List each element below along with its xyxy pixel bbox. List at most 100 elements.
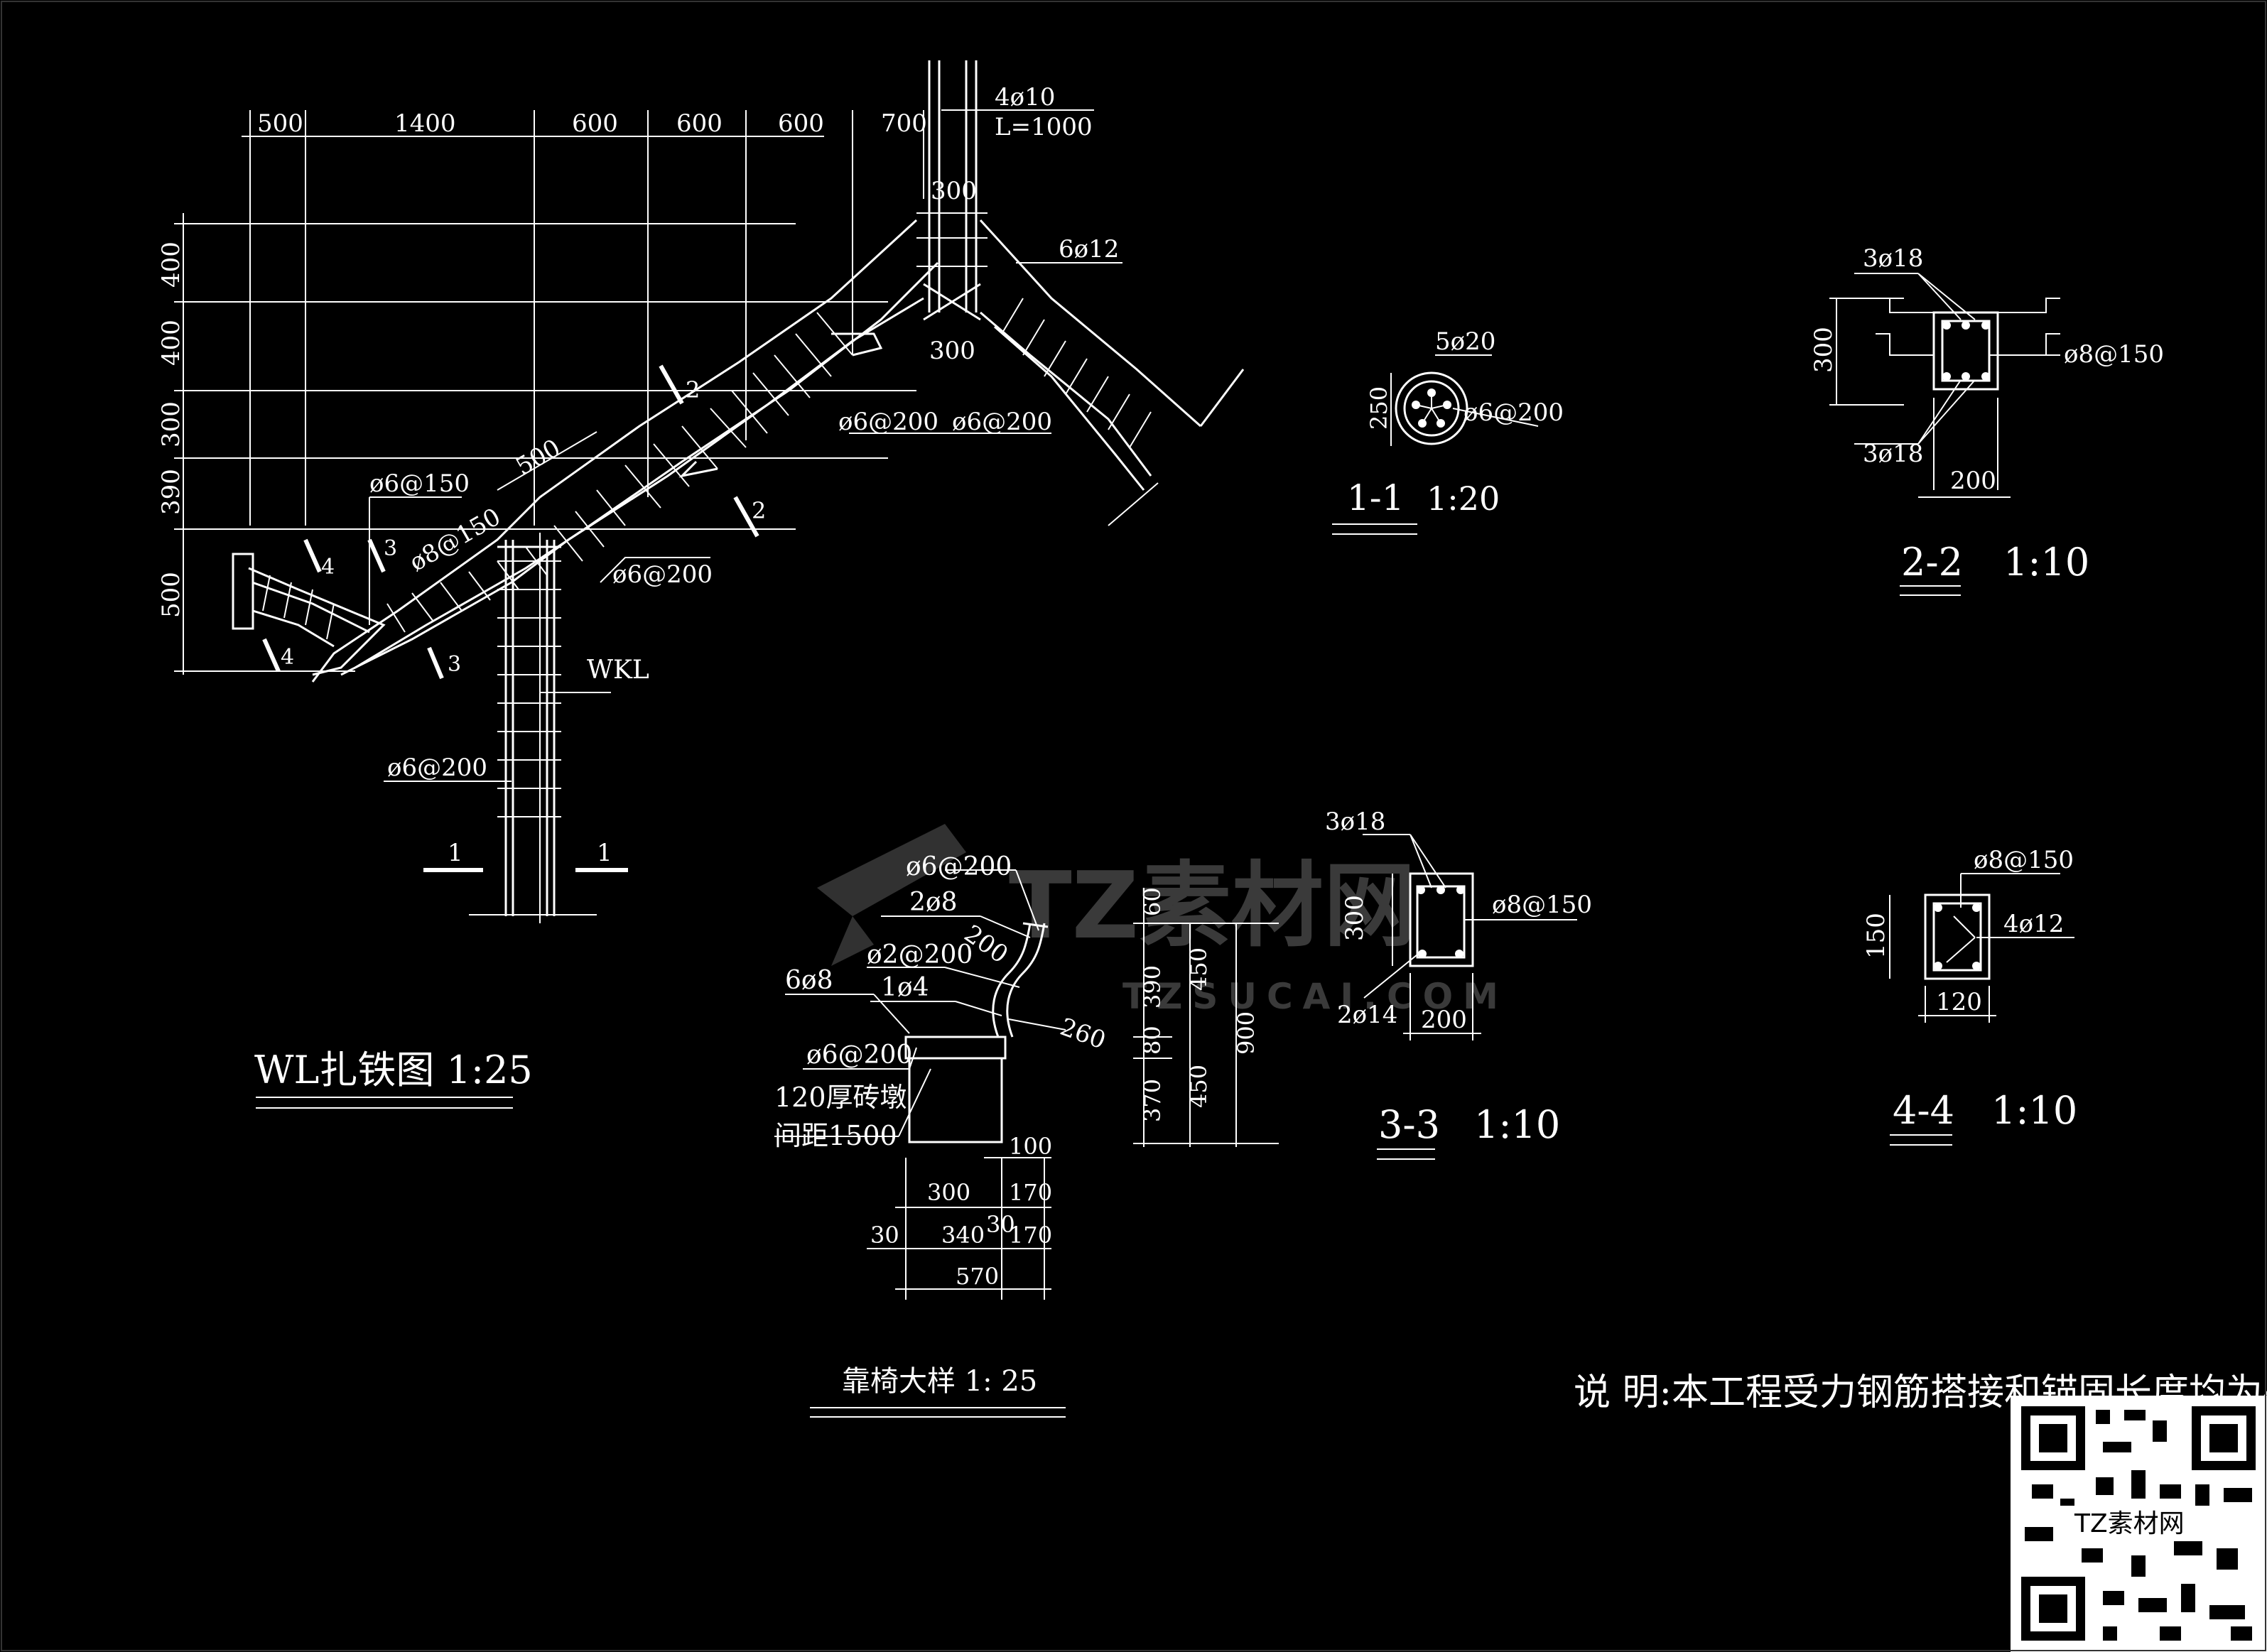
left-dim-4: 390 <box>157 469 185 515</box>
top-dim-2: 1400 <box>394 109 456 138</box>
sec11-title: 1-1 <box>1347 477 1405 518</box>
bench-label-6: ø6@200 <box>806 1040 912 1070</box>
sec22-top: 3ø18 <box>1863 244 1923 273</box>
bench-label-4: 1ø4 <box>881 973 929 1002</box>
len500-line <box>497 431 597 491</box>
eave-stir-label: ø6@200 <box>612 560 713 589</box>
bench-v-450b: 450 <box>1185 1065 1212 1108</box>
eave-b-label: ø8@150 <box>405 503 506 577</box>
bench-v-900: 900 <box>1233 1011 1260 1055</box>
bench-h-100: 100 <box>1009 1133 1052 1160</box>
sec22-scale: 1:10 <box>2003 540 2089 585</box>
top-bar-label: 4ø10 <box>995 83 1055 112</box>
column-wkl <box>469 533 597 923</box>
qr-label: TZ素材网 <box>2074 1509 2185 1538</box>
eave-detail <box>232 553 386 676</box>
top-dim-5: 600 <box>778 109 824 138</box>
ridge-width-top: 300 <box>931 177 977 205</box>
left-dim-levels <box>174 223 916 672</box>
sec22-width: 200 <box>1950 467 1996 495</box>
bench-v-60: 60 <box>1139 887 1166 916</box>
bench-v-450a: 450 <box>1185 947 1212 991</box>
sec44-title: 4-4 <box>1893 1088 1954 1133</box>
sec44-height: 150 <box>1862 913 1890 959</box>
top-dim-4: 600 <box>676 109 723 138</box>
bench-h-170b: 170 <box>1009 1222 1052 1249</box>
section-4-upper-num: 4 <box>321 555 335 580</box>
bench-label-5: 6ø8 <box>785 966 833 995</box>
section-mark-2-upper <box>659 364 684 405</box>
sec33-top: 3ø18 <box>1325 808 1385 836</box>
section-2-upper-num: 2 <box>686 376 700 403</box>
section-3-lower-num: 3 <box>448 652 461 677</box>
top-dim-6: 700 <box>881 109 927 138</box>
sec22-bottom: 3ø18 <box>1863 440 1923 468</box>
eave-stir-leader <box>600 557 710 583</box>
sec44-bars: 4ø12 <box>2003 910 2064 938</box>
len500-label: 500 <box>512 434 566 482</box>
col-stir-label: ø6@200 <box>387 754 487 782</box>
bench-h-570: 570 <box>956 1263 999 1290</box>
section-4-4 <box>1889 873 2074 1023</box>
section-mark-2-lower <box>733 496 759 538</box>
top-dim-1: 500 <box>257 109 303 138</box>
watermark: TZ素材网 TZSUCAI.COM <box>817 824 1498 1017</box>
bench-v-370: 370 <box>1139 1079 1166 1122</box>
top-bar-length: L=1000 <box>995 113 1093 141</box>
bench-spacing: 间距1500 <box>774 1120 897 1151</box>
bench-dim-260: 260 <box>1056 1013 1110 1055</box>
bench-v-80: 80 <box>1139 1026 1166 1055</box>
bench-title: 靠椅大样 1: 25 <box>842 1365 1037 1398</box>
top-dim-ticks <box>249 110 924 526</box>
sec11-scale: 1:20 <box>1427 479 1500 518</box>
section-mark-3-upper <box>367 538 386 573</box>
section-1-left-num: 1 <box>448 839 463 867</box>
section-mark-4-upper <box>303 538 322 573</box>
left-dim-3: 300 <box>157 401 185 447</box>
stir-right-label: ø6@200 <box>952 408 1052 436</box>
sec22-height: 300 <box>1809 327 1838 373</box>
watermark-brand: TZ素材网 <box>1009 852 1416 960</box>
sec33-bottom: 2ø14 <box>1337 1001 1397 1029</box>
bench-h-340: 340 <box>941 1222 985 1249</box>
sec33-height: 300 <box>1341 895 1369 941</box>
sec33-title: 3-3 <box>1378 1102 1440 1147</box>
section-3-3 <box>1363 834 1577 1040</box>
sec11-dim: 250 <box>1365 386 1392 430</box>
section-3-upper-num: 3 <box>384 536 397 561</box>
section-mark-4-lower <box>262 638 281 673</box>
bench-pier: 120厚砖墩 <box>774 1082 907 1113</box>
sec22-title: 2-2 <box>1901 540 1963 585</box>
left-rafter <box>311 219 939 683</box>
sec44-stir: ø8@150 <box>1974 846 2074 874</box>
bench-h-30a: 30 <box>870 1222 899 1249</box>
section-1-right-num: 1 <box>597 839 612 867</box>
watermark-logo <box>817 824 966 966</box>
main-title: WL扎铁图 1:25 <box>254 1048 533 1092</box>
bench-label-2: 2ø8 <box>909 888 957 917</box>
sec44-scale: 1:10 <box>1991 1088 2077 1133</box>
ridge-width-bottom: 300 <box>929 337 975 365</box>
bench-label-3: ø2@200 <box>867 940 973 969</box>
bench-label-1: ø6@200 <box>906 852 1012 881</box>
right-rafter <box>979 219 1245 526</box>
sec22-stir: ø8@150 <box>2064 340 2164 369</box>
bench-detail <box>774 869 1279 1300</box>
sec33-scale: 1:10 <box>1474 1102 1560 1147</box>
bench-h-170a: 170 <box>1009 1179 1052 1206</box>
sec11-bar: 5ø20 <box>1435 327 1495 356</box>
section-mark-3-lower <box>427 646 444 680</box>
left-dim-5: 500 <box>157 572 185 618</box>
stir-left-label: ø6@200 <box>838 408 938 436</box>
wkl-label: WKL <box>587 656 649 685</box>
rebar-right-label: 6ø12 <box>1059 235 1119 263</box>
bench-h-300: 300 <box>927 1179 970 1206</box>
section-4-lower-num: 4 <box>281 645 294 670</box>
left-dim-2: 400 <box>157 320 185 366</box>
section-2-lower-num: 2 <box>752 497 766 524</box>
sec33-stir: ø8@150 <box>1492 891 1592 919</box>
qr-code: TZ素材网 <box>2011 1396 2267 1652</box>
